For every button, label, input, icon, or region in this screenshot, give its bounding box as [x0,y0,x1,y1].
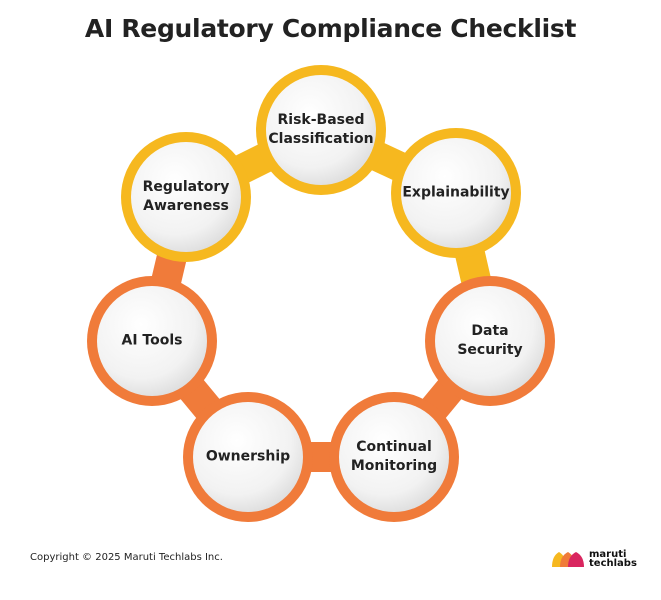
checklist-item-label: Continual [356,439,432,455]
logo-mark-icon [552,552,584,567]
checklist-item-label: Risk-Based [277,112,365,128]
logo-line2: techlabs [589,558,637,569]
node-disc [266,75,376,185]
checklist-item: AI Tools [92,332,212,351]
checklist-item-label: AI Tools [121,332,183,349]
checklist-item-label: Ownership [205,448,291,465]
checklist-item: Explainability [396,184,516,203]
checklist-item-label: Data [471,323,509,339]
page-title: AI Regulatory Compliance Checklist [84,14,577,43]
checklist-item-label: Monitoring [350,458,438,474]
checklist-item-label: Security [457,342,523,358]
node-disc [339,402,449,512]
node-disc [131,142,241,252]
node-disc [97,286,207,396]
checklist-item-label: Explainability [402,184,510,201]
checklist-item: Ownership [188,448,308,467]
node-disc [401,138,511,248]
node-disc [193,402,303,512]
copyright-text: Copyright © 2025 Maruti Techlabs Inc. [30,552,223,563]
checklist-item-label: Regulatory [142,179,230,195]
checklist-item-label: Classification [268,131,374,147]
node-disc [435,286,545,396]
checklist-item-label: Awareness [143,198,229,214]
logo-line1: maruti [589,549,627,560]
